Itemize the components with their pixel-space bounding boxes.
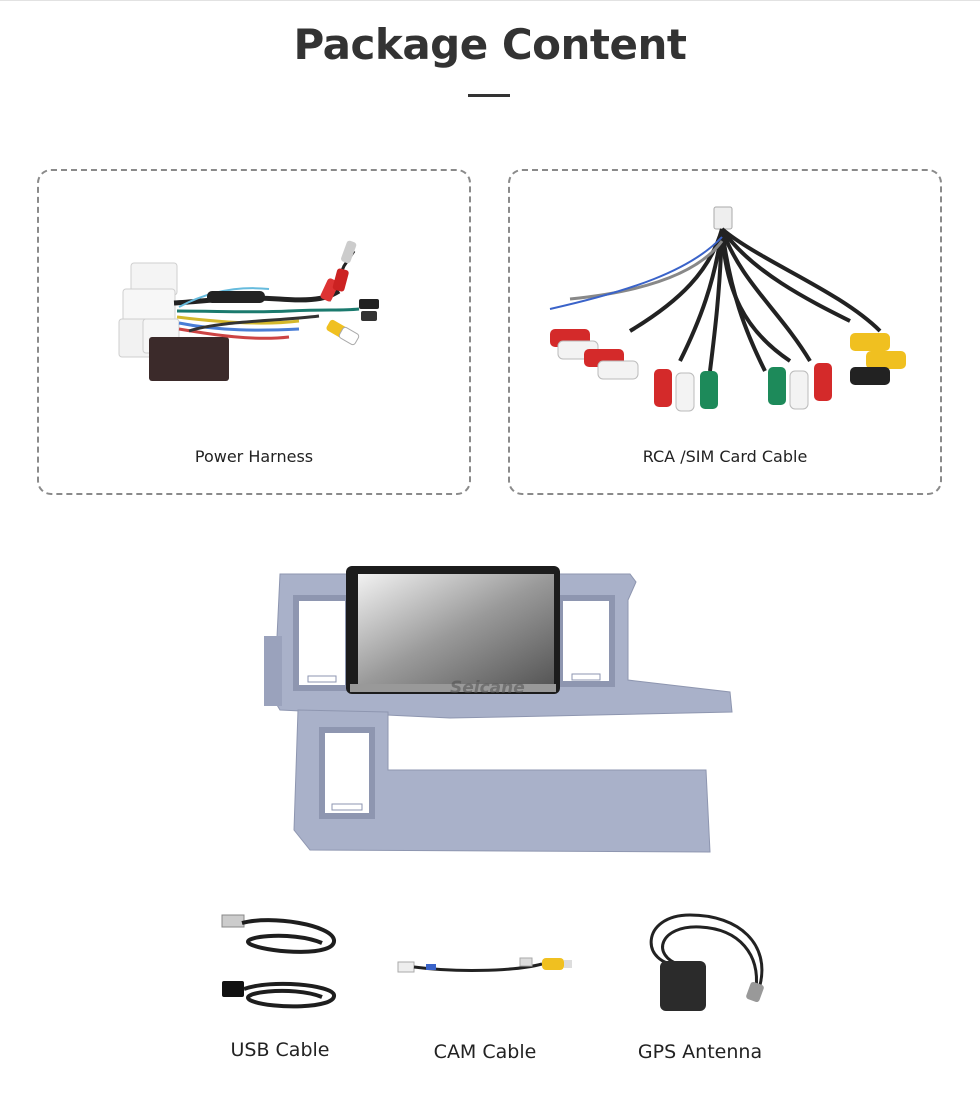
cam-cable-image <box>397 957 572 973</box>
rca-sim-cable-image <box>549 206 906 412</box>
power-harness-label: Power Harness <box>194 447 314 466</box>
rca-sim-cable-card: RCA /SIM Card Cable <box>508 169 942 495</box>
top-divider <box>0 0 980 1</box>
rca-sim-cable-label: RCA /SIM Card Cable <box>642 447 808 466</box>
seicane-watermark: Seicane <box>450 678 525 698</box>
usb-cable-image <box>221 914 336 1009</box>
power-harness-card: Power Harness <box>37 169 471 495</box>
power-harness-image <box>118 240 379 381</box>
usb-cable-label: USB Cable <box>230 1039 330 1061</box>
cam-cable-label: CAM Cable <box>433 1041 537 1063</box>
gps-antenna-label: GPS Antenna <box>637 1041 763 1063</box>
radio-unit-with-trim-image <box>264 566 733 853</box>
gps-antenna-image <box>649 913 764 1011</box>
page-title: Package Content <box>293 20 687 69</box>
title-underline <box>468 94 510 97</box>
